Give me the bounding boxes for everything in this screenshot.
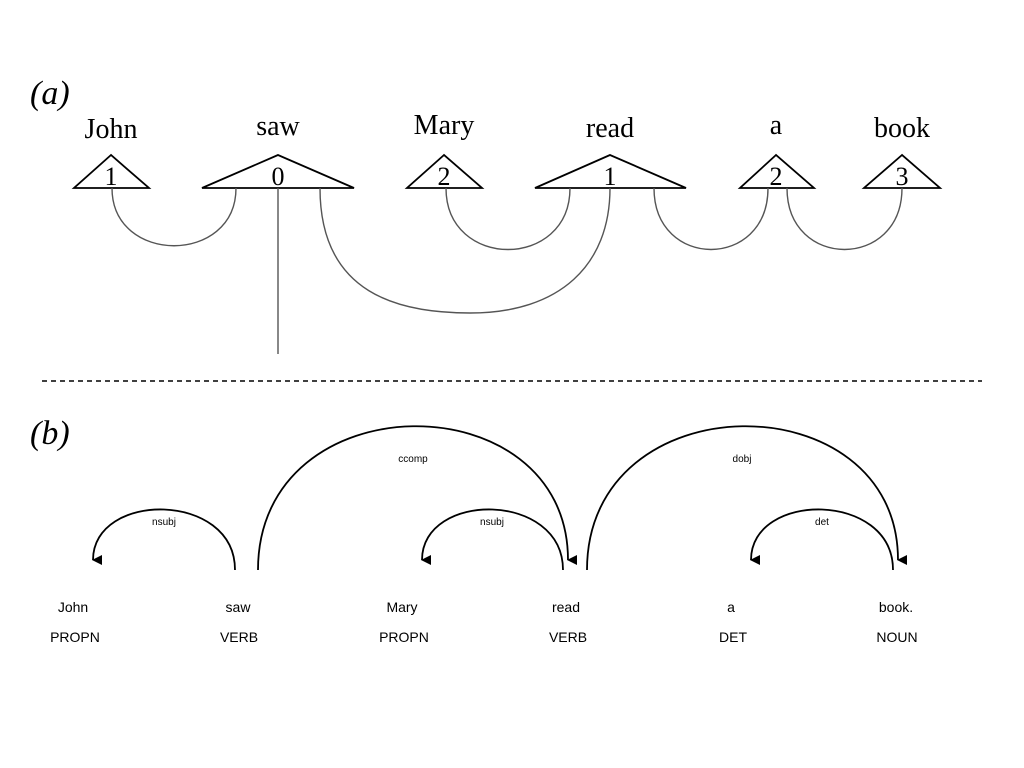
link-mary-read bbox=[445, 187, 571, 250]
token-pos-read: VERB bbox=[549, 629, 587, 645]
token-pos-john: PROPN bbox=[50, 629, 100, 645]
token-word-read: read bbox=[552, 599, 580, 615]
token-word-john: John bbox=[58, 599, 88, 615]
node-triangle-mary bbox=[404, 153, 485, 189]
arc-nsubj-saw-john bbox=[92, 508, 236, 571]
token-pos-a: DET bbox=[719, 629, 747, 645]
token-word-saw: saw bbox=[226, 599, 252, 615]
node-word-saw: saw bbox=[256, 111, 300, 142]
node-index-saw: 0 bbox=[272, 162, 285, 191]
node-word-a: a bbox=[770, 110, 783, 141]
arc-det-book-a bbox=[750, 508, 894, 571]
panel-a-label: (a) bbox=[30, 75, 70, 112]
token-word-a: a bbox=[727, 599, 735, 615]
arc-dobj-read-book bbox=[586, 425, 908, 571]
node-triangle-a bbox=[737, 153, 817, 189]
arc-label-nsubj-1: nsubj bbox=[152, 517, 176, 528]
arc-label-nsubj-2: nsubj bbox=[480, 517, 504, 528]
node-word-mary: Mary bbox=[414, 110, 475, 141]
node-word-book: book bbox=[874, 113, 930, 144]
link-saw-read bbox=[319, 187, 611, 314]
node-index-a: 2 bbox=[770, 162, 783, 191]
token-pos-book: NOUN bbox=[876, 629, 917, 645]
panel-b-label: (b) bbox=[30, 415, 70, 452]
node-index-read: 1 bbox=[604, 162, 617, 191]
node-index-mary: 2 bbox=[438, 162, 451, 191]
arc-label-dobj: dobj bbox=[733, 454, 752, 465]
token-word-mary: Mary bbox=[386, 599, 417, 615]
token-pos-mary: PROPN bbox=[379, 629, 429, 645]
arc-nsubj-read-mary bbox=[421, 508, 564, 571]
node-index-book: 3 bbox=[896, 162, 909, 191]
node-word-read: read bbox=[586, 113, 634, 144]
node-word-john: John bbox=[85, 114, 138, 145]
node-index-john: 1 bbox=[105, 162, 118, 191]
arc-ccomp-saw-read bbox=[257, 425, 578, 571]
link-read-a bbox=[653, 187, 769, 250]
token-word-book: book. bbox=[879, 599, 913, 615]
arc-label-ccomp: ccomp bbox=[398, 454, 428, 465]
token-pos-saw: VERB bbox=[220, 629, 258, 645]
arc-label-det: det bbox=[815, 517, 829, 528]
link-a-book bbox=[786, 187, 903, 250]
link-john-saw bbox=[111, 187, 237, 247]
